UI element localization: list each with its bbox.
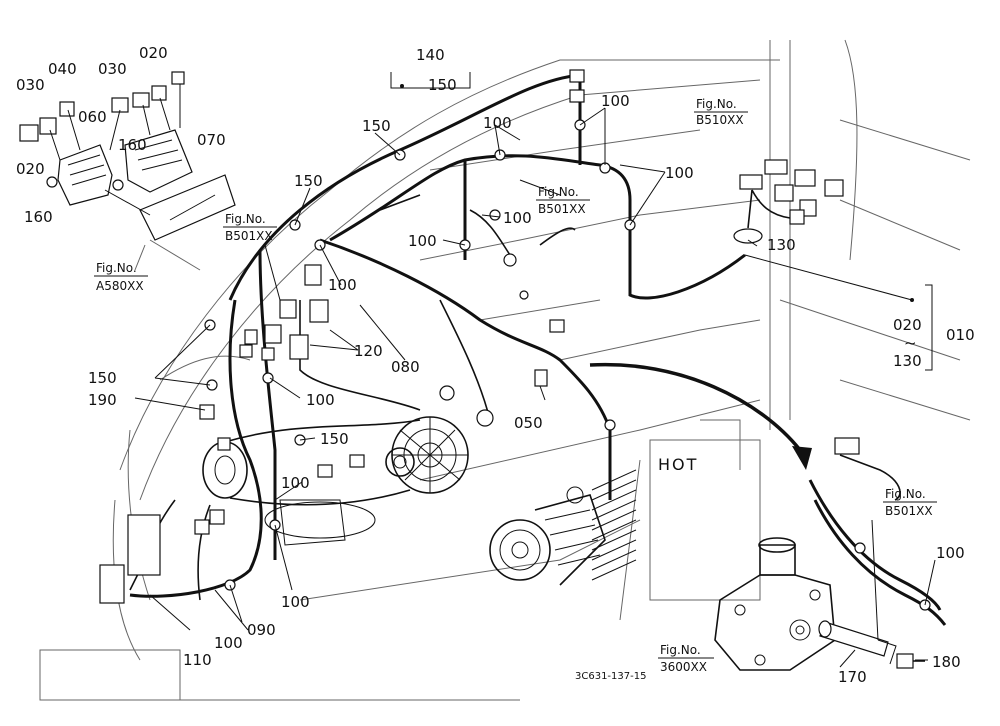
hot-stamp: HOT [658,455,698,474]
relays-connectors [99,69,860,604]
direction-arrow [589,362,802,452]
svg-text:A580XX: A580XX [96,279,144,293]
svg-text:Fig.No.: Fig.No. [885,487,926,501]
exploded-parts-topleft [19,71,236,271]
svg-text:B501XX: B501XX [885,504,933,518]
label-100-top-center: 100 [483,114,512,132]
label-090: 090 [247,621,276,639]
label-150-top: 150 [428,76,457,94]
main-harness [129,73,947,626]
ac-compressor [489,486,606,586]
label-110: 110 [183,651,212,669]
label-100-top-right: 100 [601,92,630,110]
label-100-right: 100 [665,164,694,182]
label-160-lower: 160 [24,208,53,226]
svg-text:3600XX: 3600XX [660,660,707,674]
thermostat-housing [714,537,836,671]
alternator [385,416,469,494]
machine-outline [39,39,971,701]
figref-3600xx: Fig.No. 3600XX [658,643,714,674]
label-030-left: 030 [16,76,45,94]
figure-references: Fig.No. B510XX Fig.No. B501XX Fig.No. B5… [94,97,937,674]
label-100-mid: 100 [503,209,532,227]
belt-pulley [202,419,421,546]
label-040: 040 [48,60,77,78]
label-170: 170 [838,668,867,686]
label-150-left-top: 150 [294,172,323,190]
diagram-code: 3C631-137-15 [575,671,646,682]
label-150-lower: 150 [320,430,349,448]
label-150-left: 150 [88,369,117,387]
label-050: 050 [514,414,543,432]
svg-text:B501XX: B501XX [225,229,273,243]
svg-text:B501XX: B501XX [538,202,586,216]
label-100-mid-left: 100 [408,232,437,250]
label-140: 140 [416,46,445,64]
svg-text:Fig.No.: Fig.No. [660,643,701,657]
label-060: 060 [78,108,107,126]
label-100-bottom-left: 100 [214,634,243,652]
label-130: 130 [767,236,796,254]
label-070: 070 [197,131,226,149]
label-100-lower: 100 [281,474,310,492]
figref-b501xx-top: Fig.No. B501XX [536,185,590,216]
label-160-upper: 160 [118,136,147,154]
label-190: 190 [88,391,117,409]
label-100-center: 100 [328,276,357,294]
rear-connector-cluster [733,159,844,244]
label-100-bottom: 100 [281,593,310,611]
figref-b501xx-left: Fig.No. B501XX [223,212,277,243]
pipe-part-170 [818,620,897,665]
label-010: 010 [946,326,975,344]
svg-text:Fig.No.: Fig.No. [225,212,266,226]
svg-text:Fig.No.: Fig.No. [696,97,737,111]
radiator-fins [591,469,637,581]
direction-arrow-head [792,446,812,470]
svg-text:B510XX: B510XX [696,113,744,127]
label-100-left-mid: 100 [306,391,335,409]
label-100-rear: 100 [936,544,965,562]
figref-b510xx: Fig.No. B510XX [694,97,748,127]
svg-text:Fig.No.: Fig.No. [538,185,579,199]
figref-a580xx: Fig.No. A580XX [94,261,148,293]
leader-lines [134,72,936,668]
label-020-top: 020 [139,44,168,62]
part-number-labels: 040 030 030 020 060 070 160 020 160 140 … [16,44,975,686]
label-020-left: 020 [16,160,45,178]
label-030-right: 030 [98,60,127,78]
figref-b501xx-rear: Fig.No. B501XX [883,487,937,518]
label-120: 120 [354,342,383,360]
label-150-upper: 150 [362,117,391,135]
label-tilde: ~ [904,334,917,352]
label-180: 180 [932,653,961,671]
label-020-range: 020 [893,316,922,334]
svg-text:Fig.No.: Fig.No. [96,261,137,275]
label-080: 080 [391,358,420,376]
label-130-range: 130 [893,352,922,370]
bolt-180 [896,653,925,669]
